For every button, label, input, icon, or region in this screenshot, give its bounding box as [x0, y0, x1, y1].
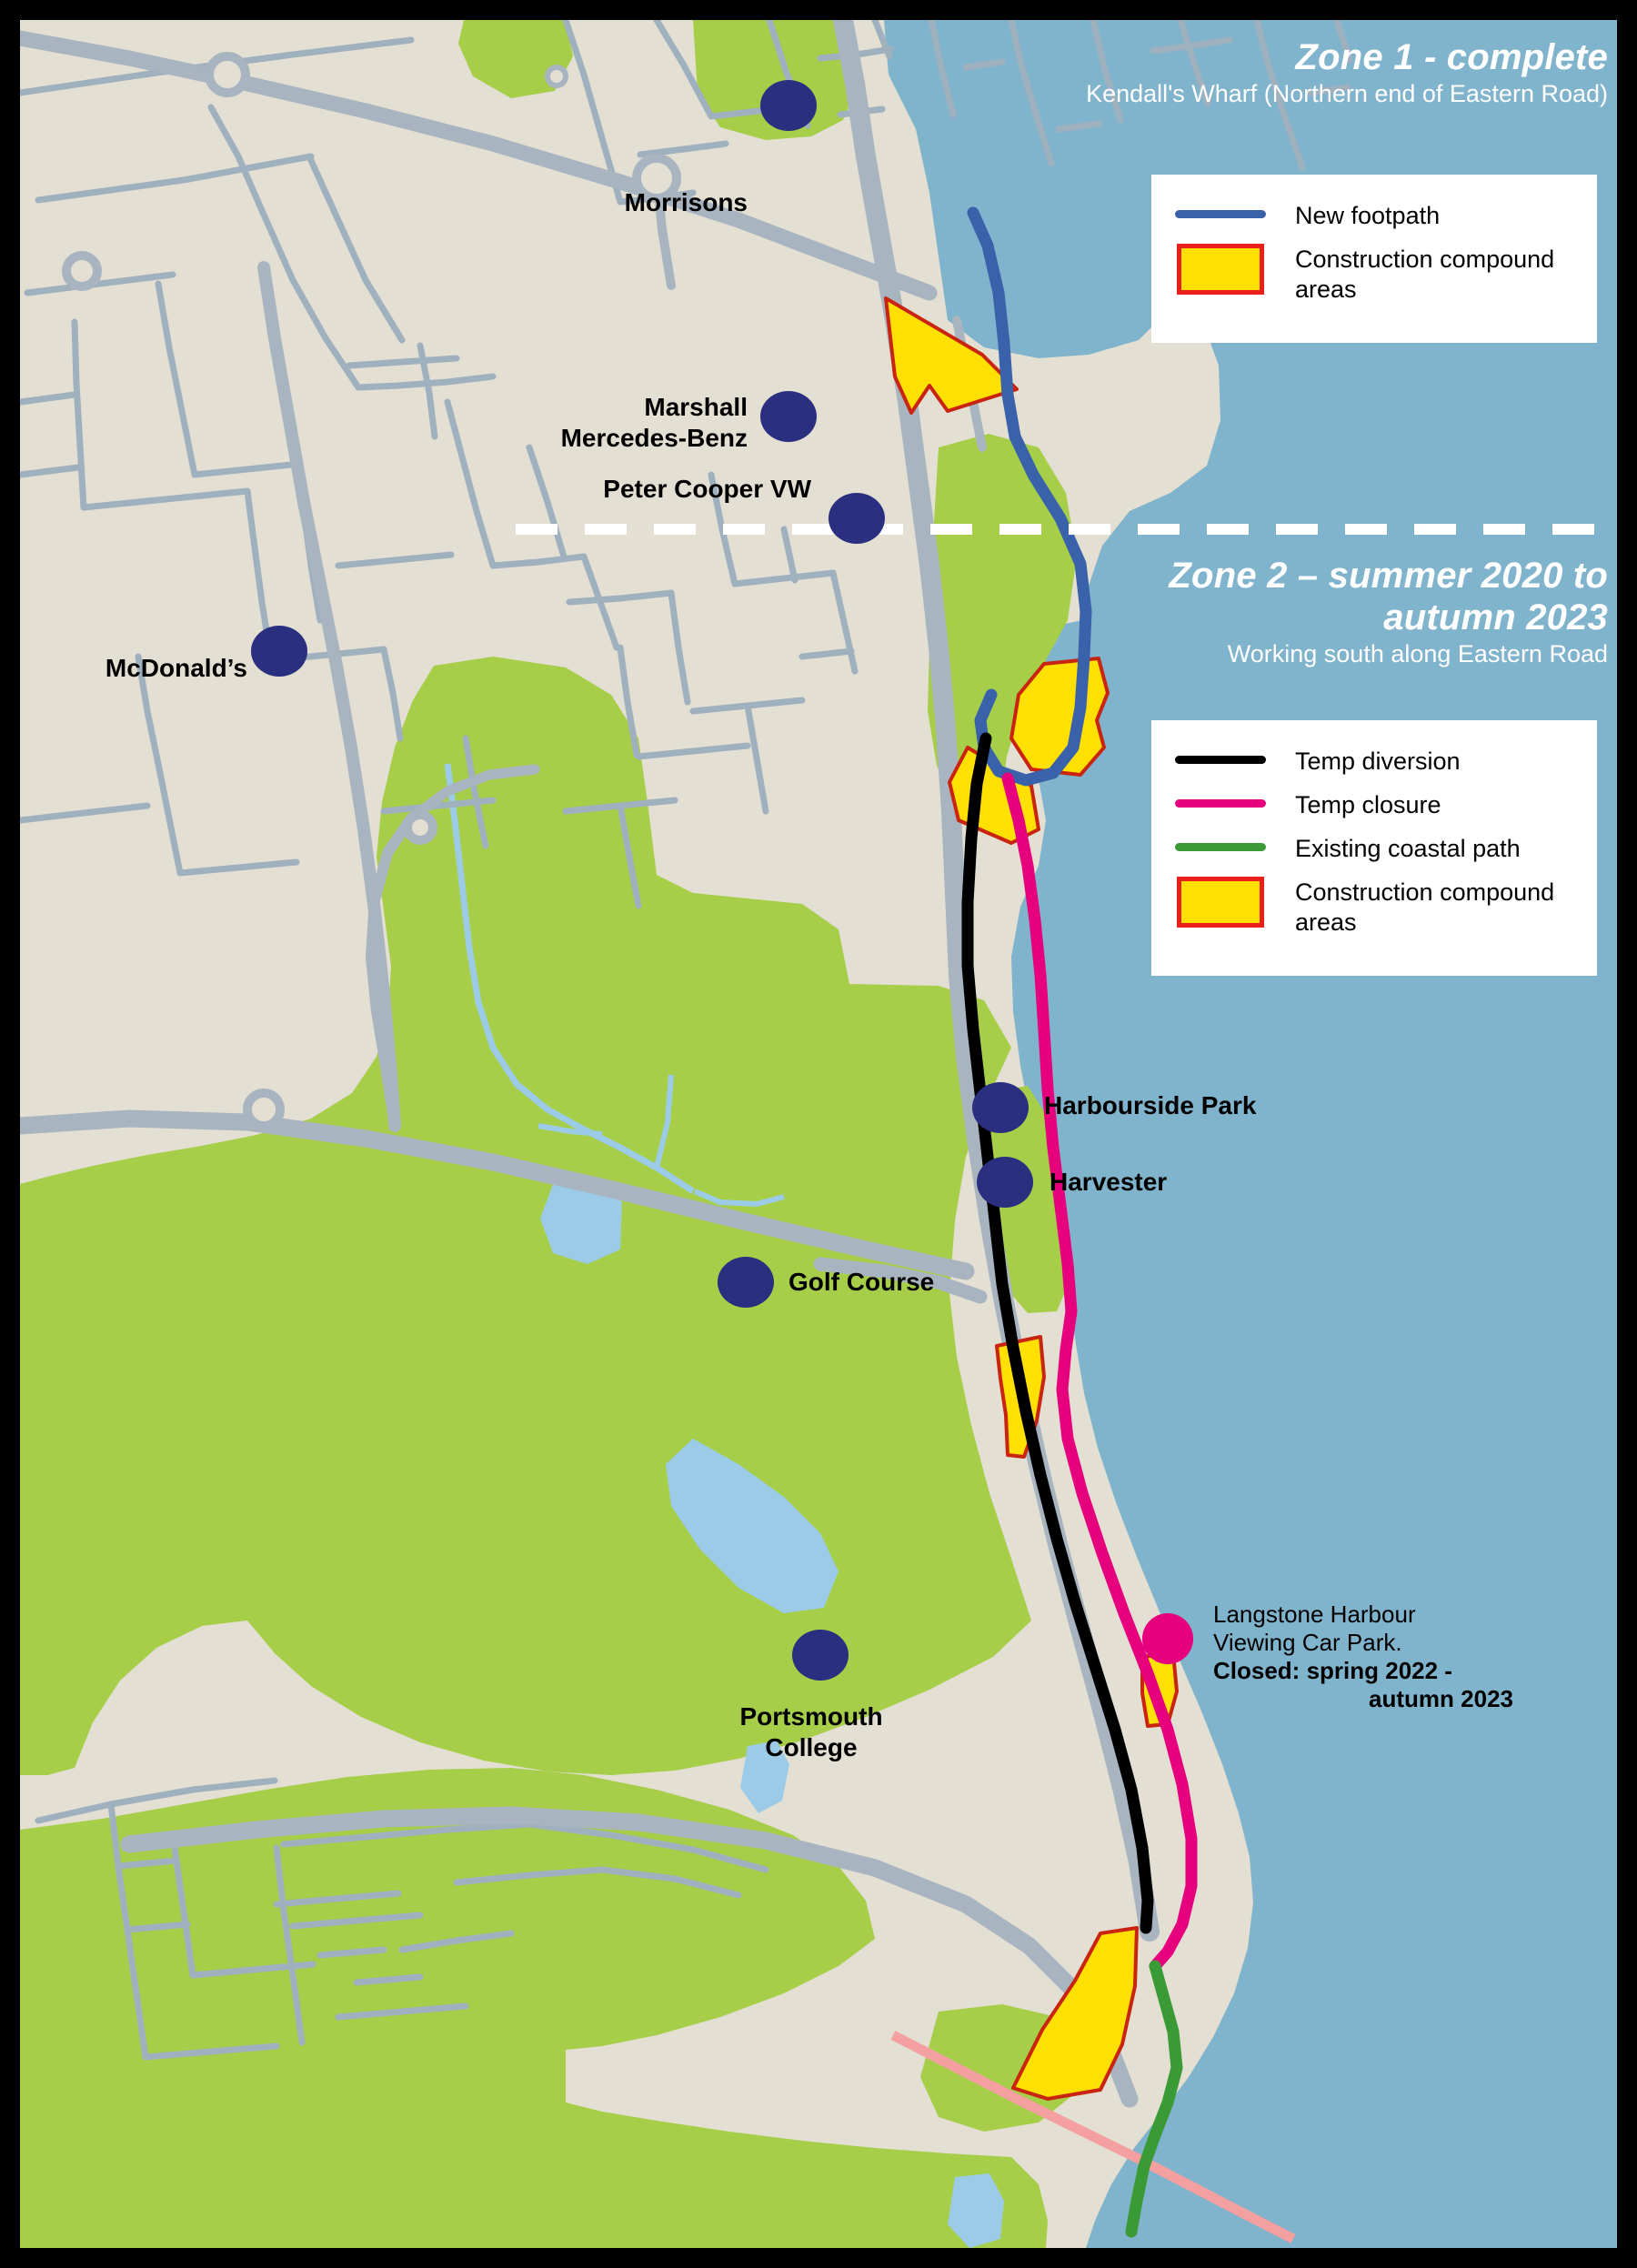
new-footpath-route: [967, 206, 1092, 787]
legend-label: Construction compound areas: [1295, 246, 1555, 303]
marker-golf-course: [718, 1257, 774, 1308]
zone1-legend: New footpath Construction compound areas: [1151, 175, 1597, 343]
existing-coastal-path-route: [1125, 1960, 1183, 2238]
legend-item-temp-closure: Temp closure: [1171, 789, 1579, 820]
temp-closure-route: [1001, 772, 1198, 1972]
label-marshall-mercedes-line1: Marshall: [644, 393, 748, 421]
label-peter-cooper-vw: Peter Cooper VW: [603, 475, 811, 503]
legend-item-compound: Construction compound areas: [1171, 877, 1579, 938]
place-markers: [251, 80, 1033, 1681]
legend-label: Temp closure: [1295, 791, 1441, 818]
temp-diversion-route: [961, 732, 1154, 1934]
marker-mcdonalds: [251, 626, 307, 677]
box-swatch-icon: [1171, 877, 1271, 929]
line-swatch-icon: [1171, 746, 1271, 773]
closure-endpoint-marker: [1142, 1613, 1193, 1664]
legend-label: New footpath: [1295, 202, 1441, 229]
zone1-heading: Zone 1 - complete Kendall's Wharf (North…: [753, 36, 1608, 109]
ponds: [540, 1180, 1004, 2248]
legend-item-new-footpath: New footpath: [1171, 200, 1579, 231]
label-marshall-mercedes-line2: Mercedes-Benz: [560, 424, 748, 452]
label-golf-course: Golf Course: [788, 1268, 935, 1296]
carpark-note-line4: autumn 2023: [1369, 1685, 1513, 1712]
carpark-note-line3: Closed: spring 2022 -: [1213, 1657, 1452, 1684]
line-swatch-icon: [1171, 200, 1271, 227]
marker-harbourside-park: [972, 1082, 1029, 1133]
compound-zone1-north: [884, 296, 1019, 415]
compound-south: [1011, 1926, 1139, 2101]
legend-item-compound: Construction compound areas: [1171, 244, 1579, 305]
label-harbourside-park: Harbourside Park: [1044, 1091, 1257, 1119]
carpark-note-line1: Langstone Harbour: [1213, 1601, 1416, 1628]
waterways: [444, 763, 785, 1208]
zone2-subtitle: Working south along Eastern Road: [1227, 640, 1608, 667]
mini-roundabout: [545, 65, 568, 88]
label-portsmouth-college-line1: Portsmouth: [739, 1702, 883, 1731]
langstone-carpark-annotation: Langstone Harbour Viewing Car Park. Clos…: [1213, 1601, 1513, 1713]
box-swatch-icon: [1171, 244, 1271, 296]
legend-label: Temp diversion: [1295, 748, 1461, 775]
line-swatch-icon: [1171, 789, 1271, 817]
legend-label: Construction compound areas: [1295, 878, 1555, 936]
label-harvester: Harvester: [1049, 1168, 1168, 1196]
zone2-legend: Temp diversion Temp closure Existing coa…: [1151, 720, 1597, 976]
legend-item-coastal-path: Existing coastal path: [1171, 833, 1579, 864]
zone2-title-line1: Zone 2 – summer 2020 to: [1169, 556, 1608, 596]
label-portsmouth-college-line2: College: [765, 1733, 858, 1761]
map-graphic: [20, 20, 1617, 2248]
marker-harvester: [977, 1157, 1033, 1208]
map-canvas[interactable]: Zone 1 - complete Kendall's Wharf (North…: [20, 20, 1617, 2248]
zone1-title: Zone 1 - complete: [1295, 37, 1608, 77]
label-mcdonalds: McDonald’s: [105, 654, 247, 682]
marker-peter-cooper-vw: [829, 493, 885, 544]
marker-marshall-mercedes: [760, 391, 817, 442]
pink-boundary-line: [890, 2031, 1296, 2243]
zone2-title-line2: autumn 2023: [1383, 597, 1608, 637]
line-swatch-icon: [1171, 833, 1271, 860]
zone2-heading: Zone 2 – summer 2020 to autumn 2023 Work…: [917, 555, 1608, 669]
marker-portsmouth-college: [792, 1630, 849, 1681]
zone1-subtitle: Kendall's Wharf (Northern end of Eastern…: [1086, 80, 1608, 107]
legend-item-temp-diversion: Temp diversion: [1171, 746, 1579, 777]
legend-label: Existing coastal path: [1295, 835, 1521, 862]
label-morrisons: Morrisons: [624, 188, 748, 216]
marker-morrisons: [760, 80, 817, 131]
carpark-note-line2: Viewing Car Park.: [1213, 1629, 1402, 1656]
roundabouts: [62, 52, 681, 1130]
